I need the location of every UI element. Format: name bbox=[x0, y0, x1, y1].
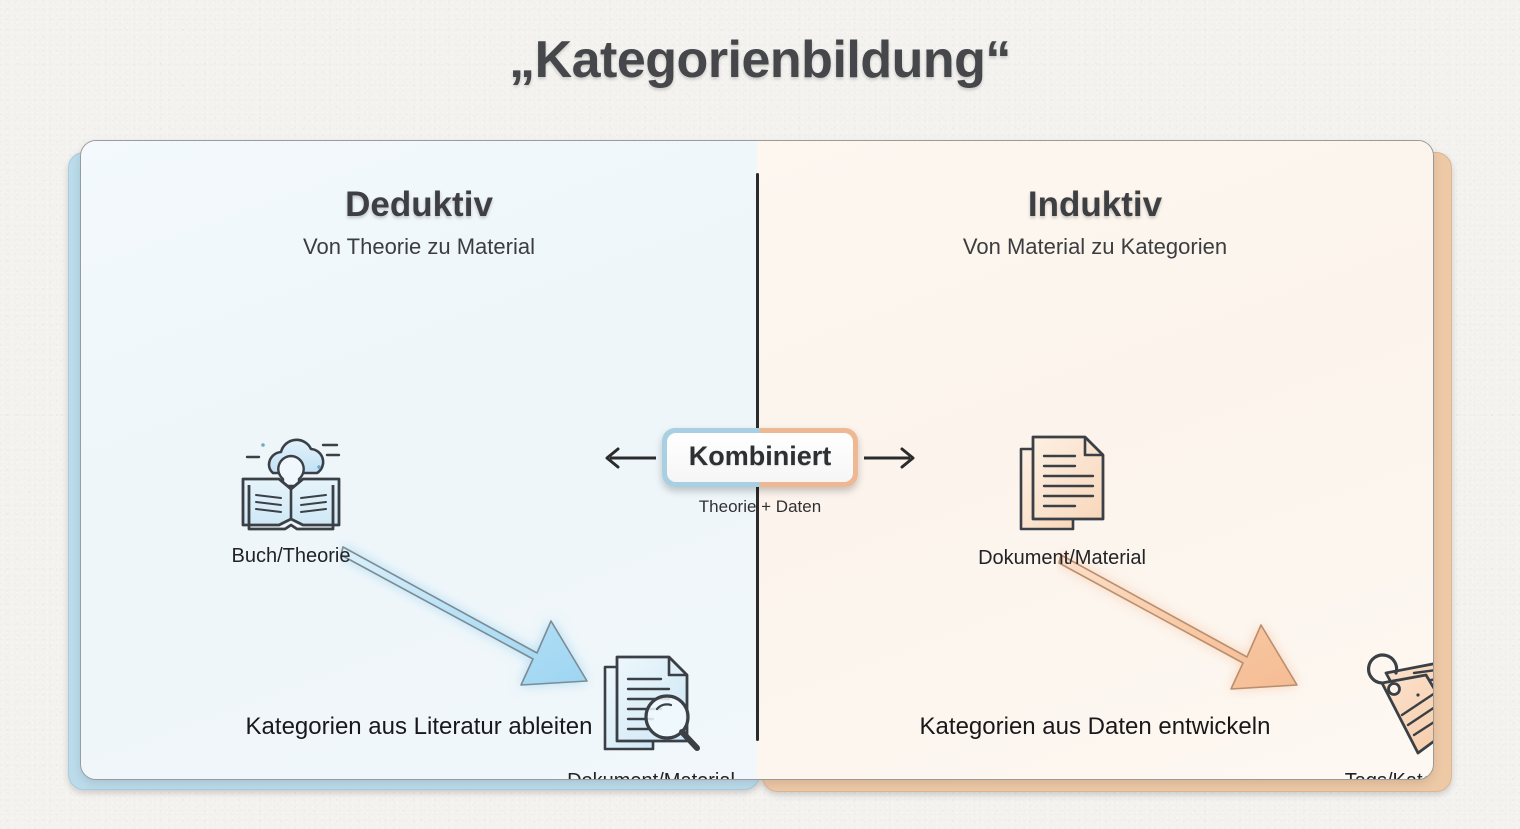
heading-deduktiv-subtitle: Von Theorie zu Material bbox=[303, 234, 535, 259]
kombiniert-badge[interactable]: Kombiniert bbox=[661, 428, 859, 487]
center-connector: Kombiniert Theorie + Daten bbox=[600, 428, 920, 517]
heading-induktiv-subtitle: Von Material zu Kategorien bbox=[962, 234, 1228, 259]
page-title: „Kategorienbildung“ bbox=[509, 31, 1011, 89]
caption-deduktiv: Kategorien aus Literatur ableiten bbox=[245, 713, 593, 740]
arrow-left-icon bbox=[605, 447, 656, 468]
book-lightbulb-icon bbox=[241, 438, 341, 531]
node-buch-theorie: Buch/Theorie bbox=[176, 429, 406, 568]
kombiniert-caption: Theorie + Daten bbox=[698, 497, 822, 516]
arrow-right-icon bbox=[864, 447, 915, 468]
heading-induktiv: Induktiv Von Material zu Kategorien bbox=[757, 185, 1433, 260]
tags-icon bbox=[1366, 653, 1433, 755]
node-tags-kategorien: Tags/Kategorien bbox=[1302, 649, 1433, 779]
node-buch-theorie-label: Buch/Theorie bbox=[231, 545, 351, 567]
node-dokument-material-right-label: Dokument/Material bbox=[978, 547, 1146, 569]
document-magnifier-icon bbox=[603, 655, 700, 751]
node-dokument-material-left-label: Dokument/Material bbox=[536, 770, 766, 779]
kombiniert-badge-label: Kombiniert bbox=[666, 433, 854, 482]
panel-induktiv: Induktiv Von Material zu Kategorien bbox=[757, 141, 1433, 779]
node-dokument-material-right: Dokument/Material bbox=[947, 429, 1177, 570]
heading-induktiv-title: Induktiv bbox=[1027, 185, 1163, 224]
caption-induktiv: Kategorien aus Daten entwickeln bbox=[919, 713, 1271, 740]
heading-deduktiv: Deduktiv Von Theorie zu Material bbox=[81, 185, 757, 260]
badge-row: Kombiniert bbox=[600, 428, 920, 487]
document-icon bbox=[1019, 435, 1105, 531]
node-dokument-material-left: Dokument/Material bbox=[536, 649, 766, 779]
heading-deduktiv-title: Deduktiv bbox=[345, 185, 493, 224]
node-tags-kategorien-label: Tags/Kategorien bbox=[1302, 770, 1433, 779]
